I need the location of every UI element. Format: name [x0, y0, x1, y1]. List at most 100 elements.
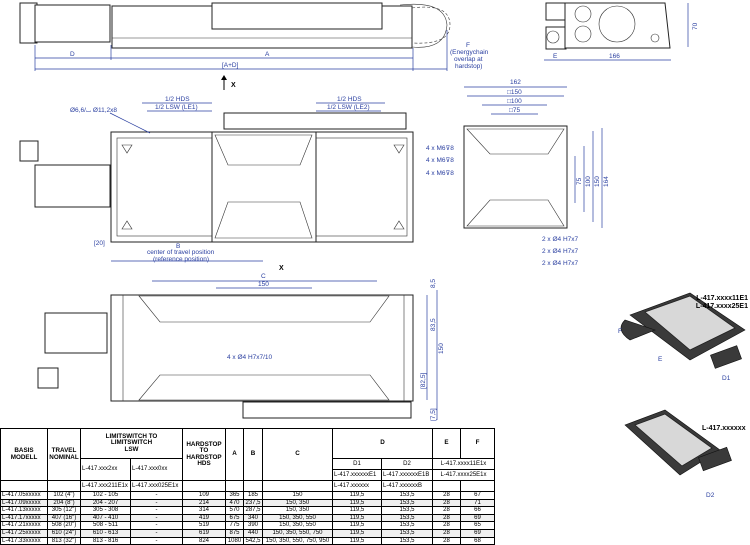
dim-70: 70	[692, 22, 699, 30]
iso-label-1: L-417.xxxx11E1	[696, 295, 748, 302]
cell-a: 365	[225, 491, 244, 500]
cell-hds: 109	[182, 491, 226, 500]
dim-d: D	[70, 51, 75, 58]
cell-travel: 305 (12")	[47, 506, 81, 515]
plan-view	[19, 112, 414, 243]
cell-travel: 610 (24")	[47, 528, 81, 538]
dim-b-note: center of travel position	[147, 249, 215, 256]
dim-a-plus-d: [A+D]	[222, 62, 239, 69]
motor-bracket	[34, 4, 111, 43]
cell-model: L-417.21xxxxx	[0, 521, 48, 530]
cell-e: 28	[432, 513, 461, 523]
cell-lsw2: -	[130, 528, 183, 538]
ef-variant: L-417.xxxx11E1x	[432, 458, 495, 470]
iso-label-3: L-417.xxxxxx	[702, 425, 746, 432]
cell-b: 237,5	[243, 498, 263, 508]
dim-f-note: hardstop)	[455, 63, 482, 70]
view-x-label: X	[279, 265, 284, 272]
lsw1-variant: L-417.xxx2xx	[80, 458, 131, 481]
iso-dim-f: F	[618, 328, 622, 335]
cell-travel: 407 (16")	[47, 513, 81, 523]
cell-b: 390	[243, 521, 263, 530]
motor-connector	[19, 2, 38, 44]
dim-v75: 75	[576, 177, 583, 185]
cell-b: 440	[243, 528, 263, 538]
thread-callout: 4 x M6⊽8	[426, 144, 454, 152]
cell-d1: 119,5	[332, 513, 382, 523]
view-x-label: X	[231, 82, 236, 89]
carriage	[211, 2, 383, 30]
dim-e: E	[553, 53, 558, 60]
iso-label-2: L-417.xxxx25E1	[696, 303, 748, 310]
cell-c: 150, 350	[262, 506, 333, 515]
dim-b: B	[176, 243, 180, 250]
cell-b: 185	[243, 491, 263, 500]
cell-lsw2: -	[130, 491, 183, 500]
cell-travel: 102 (4")	[47, 491, 81, 500]
lsw2-variant-b: L-417.xxx025E1x	[130, 480, 183, 492]
plan-view-dimensions: 1/2 HDS 1/2 LSW (LE1) 1/2 HDS 1/2 LSW (L…	[70, 96, 385, 272]
dim-100: □100	[507, 98, 522, 105]
dim-150: □150	[507, 89, 522, 96]
cell-c: 150, 350, 550	[262, 521, 333, 530]
cell-model: L-417.17xxxxx	[0, 513, 48, 523]
dim-150: 150	[258, 281, 269, 288]
carriage-plate	[211, 131, 317, 243]
thread-callout: 4 x M6⊽8	[426, 156, 454, 164]
side-view	[19, 2, 451, 49]
cell-d2: 153,5	[381, 528, 433, 538]
cell-hds: 519	[182, 521, 226, 530]
cell-d2: 153,5	[381, 536, 433, 545]
cell-d1: 119,5	[332, 506, 382, 515]
bottom-view: C 150 4 x Ø4 H7x7/10 8,5 83,5 150 [82,5]…	[37, 273, 445, 421]
iso-dim-d1: D1	[722, 375, 731, 382]
cell-c: 150	[262, 491, 333, 500]
cell-f: 68	[460, 536, 495, 545]
dim-f: F	[466, 42, 470, 49]
col-a: A	[225, 428, 244, 481]
cell-d1: 119,5	[332, 528, 382, 538]
dim-v150: 150	[594, 176, 601, 187]
cell-d1: 119,5	[332, 521, 382, 530]
cell-model: L-417.05xxxxx	[0, 491, 48, 500]
dim-75: □75	[509, 107, 521, 114]
d1-variant-b: L-417.xxxxxx	[332, 480, 382, 492]
cell-a: 775	[225, 521, 244, 530]
dim-b-note: (reference position)	[153, 256, 209, 263]
iso-view-energychain: L-417.xxxx11E1 L-417.xxxx25E1 F E D1	[618, 292, 748, 382]
cell-model: L-417.09xxxxx	[0, 498, 48, 508]
cell-lsw2: -	[130, 521, 183, 530]
dim-7-5: [7,5]	[430, 408, 437, 421]
cell-c: 150, 350, 550, 750, 950	[262, 536, 333, 545]
hole-callout: Ø6,6/⌴ Ø11,2x8	[70, 107, 117, 114]
dim-162: 162	[510, 79, 521, 86]
cell-travel: 204 (8")	[47, 498, 81, 508]
cell-lsw1: 508 - 511	[80, 521, 131, 530]
cell-d1: 119,5	[332, 536, 382, 545]
cell-d2: 153,5	[381, 491, 433, 500]
d1-label: D1	[332, 458, 382, 470]
pin-callout: 4 x Ø4 H7x7/10	[227, 354, 273, 361]
cell-lsw2: -	[130, 498, 183, 508]
cell-e: 28	[432, 506, 461, 515]
pin-callout: 2 x Ø4 H7x7	[542, 248, 579, 255]
pin-callout: 2 x Ø4 H7x7	[542, 260, 579, 267]
cell-f: 69	[460, 513, 495, 523]
cell-a: 875	[225, 528, 244, 538]
dim-c: C	[261, 273, 266, 280]
cell-e: 28	[432, 528, 461, 538]
cell-lsw1: 610 - 613	[80, 528, 131, 538]
iso-view-standard: L-417.xxxxxx D2	[624, 409, 746, 499]
energy-chain	[411, 6, 451, 44]
col-c: C	[262, 428, 333, 481]
cell-d2: 153,5	[381, 513, 433, 523]
